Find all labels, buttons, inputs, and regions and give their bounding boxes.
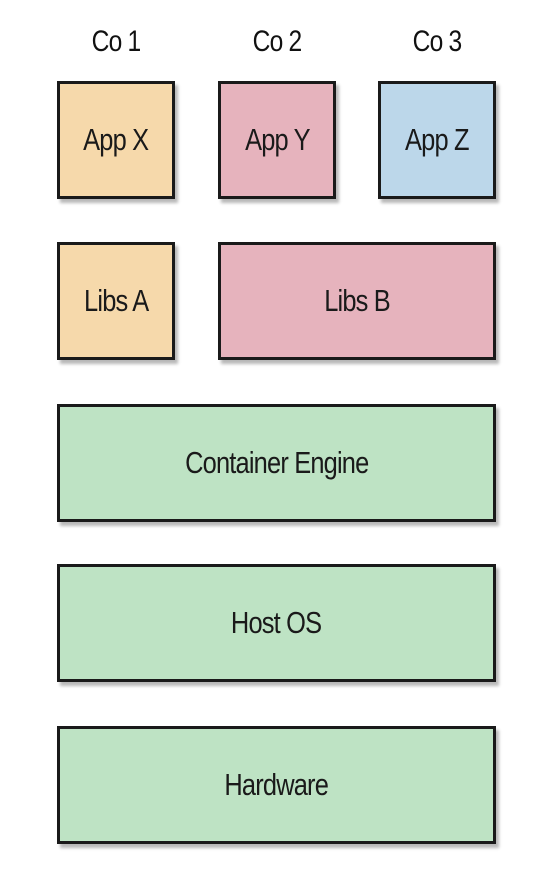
container-engine-label: Container Engine bbox=[184, 445, 369, 480]
host-os-box: Host OS bbox=[57, 564, 496, 682]
libs-a-box: Libs A bbox=[57, 242, 175, 360]
app-y-label: App Y bbox=[244, 122, 311, 157]
container-engine-box: Container Engine bbox=[57, 404, 496, 522]
hardware-box: Hardware bbox=[57, 726, 496, 844]
app-y-box: App Y bbox=[218, 81, 336, 199]
column-label-co1: Co 1 bbox=[91, 25, 142, 58]
libs-a-label: Libs A bbox=[83, 283, 149, 318]
column-label-co3: Co 3 bbox=[412, 25, 463, 58]
libs-b-label: Libs B bbox=[324, 283, 391, 318]
app-z-box: App Z bbox=[378, 81, 496, 199]
app-x-label: App X bbox=[83, 122, 149, 157]
hardware-label: Hardware bbox=[224, 767, 329, 802]
app-z-label: App Z bbox=[405, 122, 470, 157]
libs-b-box: Libs B bbox=[218, 242, 496, 360]
host-os-label: Host OS bbox=[231, 605, 322, 640]
app-x-box: App X bbox=[57, 81, 175, 199]
column-label-co2: Co 2 bbox=[252, 25, 303, 58]
